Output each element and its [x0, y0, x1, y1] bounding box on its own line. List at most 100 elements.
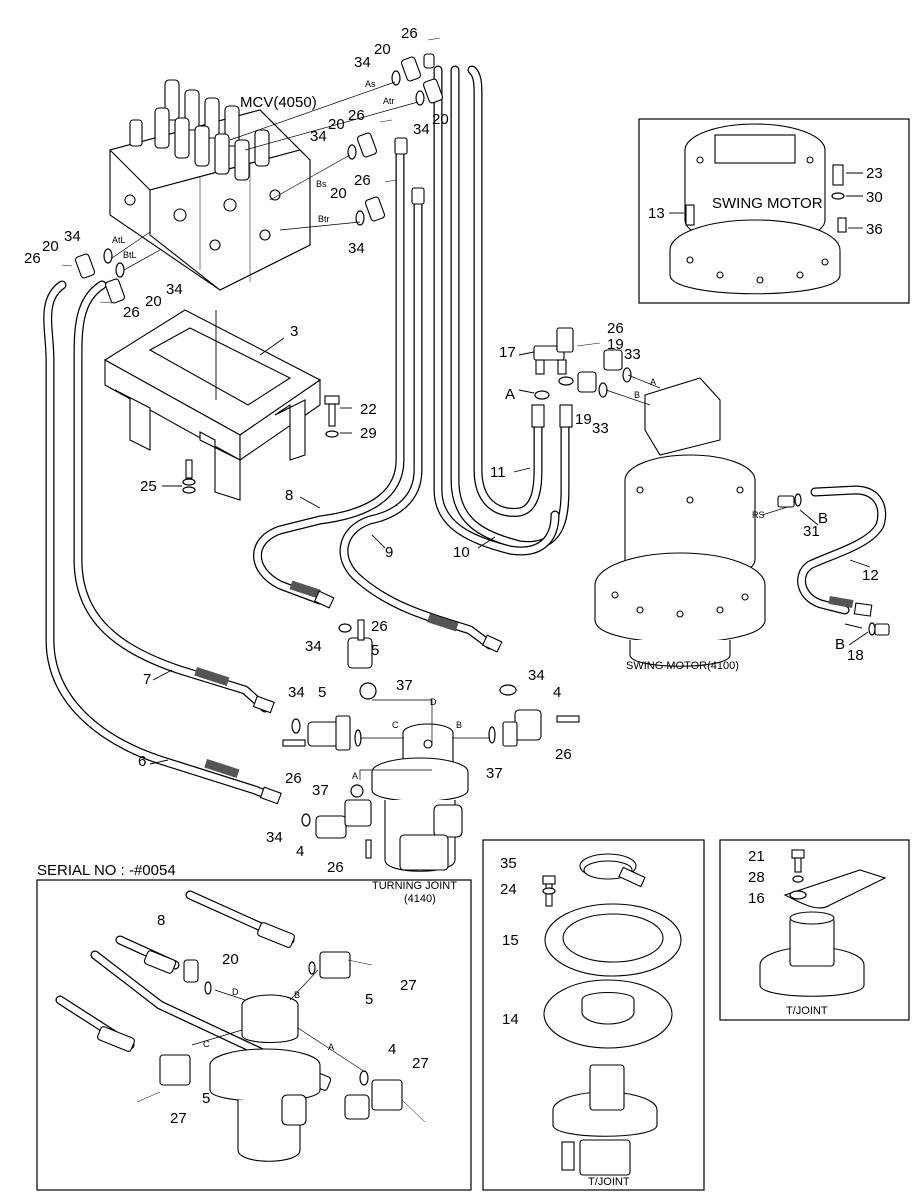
callout-3: 3	[290, 323, 298, 340]
callout-4-serial: 4	[388, 1041, 396, 1058]
callout-29: 29	[360, 425, 377, 442]
callout-9: 9	[385, 544, 393, 561]
callout-34-b: 34	[413, 121, 430, 138]
turning-joint-code-label: (4140)	[404, 893, 436, 905]
callout-13: 13	[648, 205, 665, 222]
hose-braid-sections	[194, 580, 854, 779]
port-a-serial: A	[328, 1042, 334, 1052]
turning-joint-port-lines	[359, 699, 490, 780]
clamp-plate-detail	[542, 853, 682, 1176]
port-atl: AtL	[112, 235, 126, 245]
port-d-tj: D	[430, 697, 437, 707]
callout-12: 12	[862, 567, 879, 584]
bolt-25	[182, 459, 196, 494]
callout-27-c: 27	[170, 1110, 187, 1127]
callout-5-serial-b: 5	[202, 1090, 210, 1107]
callout-18: 18	[847, 647, 864, 664]
mcv-label: MCV(4050)	[240, 94, 317, 111]
serial-number-label: SERIAL NO : -#0054	[37, 862, 176, 879]
callout-20-f: 20	[145, 293, 162, 310]
tjoint-label-middle: T/JOINT	[588, 1176, 630, 1188]
callout-26-g: 26	[371, 618, 388, 635]
callout-26-f: 26	[607, 320, 624, 337]
callout-14: 14	[502, 1011, 519, 1028]
callout-34-a: 34	[354, 54, 371, 71]
mcv-valve-block	[108, 79, 311, 291]
callout-33-b: 33	[592, 420, 609, 437]
callout-34-i: 34	[288, 684, 305, 701]
callout-34-j: 34	[266, 829, 283, 846]
callout-5-a: 5	[371, 642, 379, 659]
serial-detail-drawing	[55, 890, 426, 1162]
callout-11: 11	[490, 464, 506, 481]
callout-22: 22	[360, 401, 377, 418]
clamp-plate-detail-box	[482, 839, 705, 1191]
callout-26-e: 26	[123, 304, 140, 321]
port-a-tj: A	[352, 771, 358, 781]
tjoint-stopper-detail	[759, 849, 887, 997]
callout-37-a: 37	[396, 677, 413, 694]
callout-27-b: 27	[412, 1055, 429, 1072]
port-b-serial: B	[294, 990, 300, 1000]
port-d-serial: D	[232, 987, 239, 997]
callout-20-e: 20	[42, 238, 59, 255]
callout-8: 8	[285, 487, 293, 504]
callout-26-h: 26	[555, 746, 572, 763]
callout-20-a: 20	[374, 41, 391, 58]
turning-joint-label: TURNING JOINT	[372, 880, 457, 892]
callout-6: 6	[138, 753, 146, 770]
port-c-serial: C	[203, 1039, 210, 1049]
callout-23: 23	[866, 165, 883, 182]
callout-10: 10	[453, 544, 470, 561]
callout-34-e: 34	[64, 228, 81, 245]
callout-8-serial: 8	[157, 912, 165, 929]
callout-33-a: 33	[624, 346, 641, 363]
turning-joint-assembly	[371, 723, 469, 872]
callout-26-b: 26	[348, 107, 365, 124]
callout-31: 31	[803, 523, 820, 540]
callout-5-b: 5	[318, 684, 326, 701]
callout-big-b-a: B	[818, 510, 828, 527]
callout-30: 30	[866, 189, 883, 206]
callout-19-a: 19	[607, 336, 624, 353]
swing-motor-fittings	[533, 327, 795, 516]
callout-37-c: 37	[312, 782, 329, 799]
callout-37-b: 37	[486, 765, 503, 782]
port-b-motor: B	[634, 390, 640, 400]
tjoint-stopper-detail-box	[719, 839, 910, 1021]
callout-26-c: 26	[354, 172, 371, 189]
callout-34-g: 34	[305, 638, 322, 655]
port-leader-lines	[111, 81, 419, 271]
port-c-tj: C	[392, 720, 399, 730]
swing-motor-detail-box	[638, 118, 910, 304]
callout-27-a: 27	[400, 977, 417, 994]
callout-15: 15	[502, 932, 519, 949]
callout-leaders	[149, 172, 871, 765]
port-bs: Bs	[316, 179, 327, 189]
swing-motor-box-label: SWING MOTOR	[712, 195, 823, 212]
swing-motor-label: SWING MOTOR(4100)	[626, 660, 739, 672]
turning-joint-fittings	[282, 619, 580, 859]
callout-20-c: 20	[328, 116, 345, 133]
callout-34-d: 34	[348, 240, 365, 257]
callout-24: 24	[500, 881, 517, 898]
port-atr: Atr	[383, 96, 395, 106]
callout-26-i: 26	[285, 770, 302, 787]
callout-19-b: 19	[575, 411, 592, 428]
callout-34-c: 34	[310, 128, 327, 145]
callout-big-a: A	[505, 386, 515, 403]
rs-port-fittings	[777, 493, 890, 636]
port-a-motor: A	[650, 377, 656, 387]
callout-34-h: 34	[528, 667, 545, 684]
callout-20-d: 20	[330, 185, 347, 202]
port-labels: As Atr Bs Btr AtL BtL A B RS D C B A D B…	[112, 79, 765, 1052]
callout-21: 21	[748, 848, 765, 865]
callout-26-d: 26	[24, 250, 41, 267]
mcv-mounting-bracket	[103, 309, 322, 501]
tjoint-label-right: T/JOINT	[786, 1005, 828, 1017]
callout-26-a: 26	[401, 25, 418, 42]
callout-17: 17	[499, 344, 516, 361]
swing-motor-detail	[669, 123, 847, 295]
callout-16: 16	[748, 890, 765, 907]
